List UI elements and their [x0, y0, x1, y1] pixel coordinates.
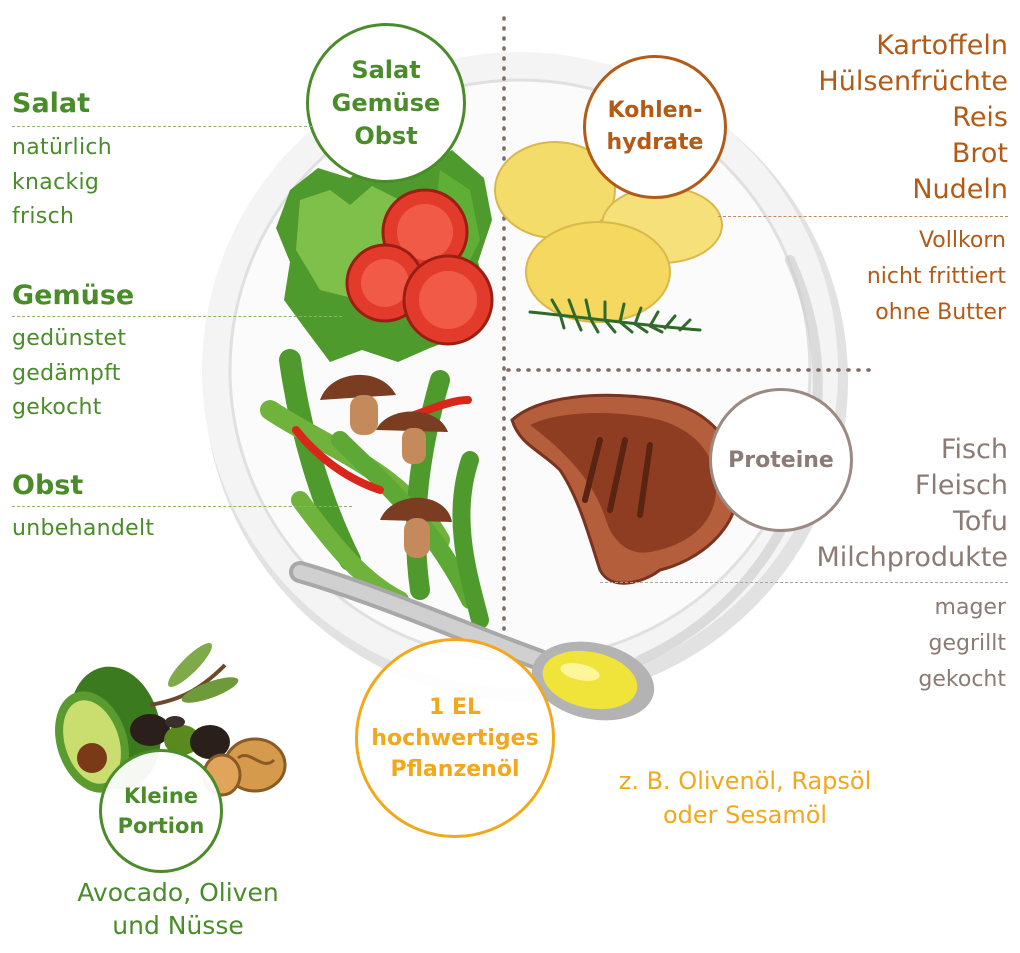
list-item: Hülsenfrüchte [818, 66, 1008, 97]
circle-kleine-portion: Kleine Portion [99, 749, 223, 873]
list-item: ohne Butter [875, 300, 1006, 325]
divider-kohlenhydrate [718, 216, 1008, 217]
circle-oel-line-3: Pflanzenöl [390, 756, 520, 782]
list-item: gegrillt [928, 631, 1006, 656]
list-item: unbehandelt [12, 516, 155, 541]
oil-examples: z. B. Olivenöl, Rapsöl oder Sesamöl [595, 764, 895, 832]
olive-branch-icon [149, 643, 239, 707]
circle-kleine-portion-line-2: Portion [117, 814, 205, 838]
tomato-icon [345, 188, 494, 346]
list-proteine-notes: mager gegrillt gekocht [918, 590, 1006, 698]
list-item: Reis [952, 102, 1008, 133]
list-item: mager [934, 595, 1006, 620]
list-item: Nudeln [912, 174, 1008, 205]
list-item: gedünstet [12, 326, 127, 351]
list-item: knackig [12, 169, 100, 195]
list-kohlenhydrate-notes: Vollkorn nicht frittiert ohne Butter [867, 223, 1006, 331]
heading-obst: Obst [12, 470, 84, 501]
circle-kleine-portion-line-1: Kleine [123, 784, 199, 808]
list-item: Vollkorn [918, 228, 1006, 253]
circle-salat-gemuese-obst: Salat Gemüse Obst [306, 23, 466, 183]
list-item: gedämpft [12, 360, 121, 386]
circle-oel-line-2: hochwertiges [371, 725, 539, 751]
list-item: nicht frittiert [866, 264, 1006, 289]
list-salat: natürlich knackig frisch [12, 131, 112, 235]
oil-examples-line-1: z. B. Olivenöl, Rapsöl [618, 767, 872, 795]
divider-proteine [600, 582, 1008, 583]
circle-kohlenhydrate-line-2: hydrate [606, 130, 704, 155]
avocado-icon [55, 666, 161, 793]
oil-examples-line-2: oder Sesamöl [662, 801, 828, 829]
divider-obst [12, 506, 352, 507]
circle-salat-line-3: Obst [354, 121, 418, 150]
olive-icon [130, 714, 230, 759]
list-item: gekocht [918, 667, 1006, 692]
list-item: natürlich [12, 135, 113, 160]
circle-oel-line-1: 1 EL [428, 694, 481, 720]
steak-icon [510, 393, 740, 585]
list-proteine: Fisch Fleisch Tofu Milchprodukte [816, 432, 1008, 576]
list-item: frisch [12, 204, 75, 229]
circle-kohlenhydrate: Kohlen- hydrate [583, 55, 727, 199]
spoon-icon [289, 561, 655, 721]
heading-salat: Salat [12, 88, 91, 119]
list-obst: unbehandelt [12, 512, 154, 547]
circle-proteine-line-1: Proteine [728, 447, 834, 473]
divider-salat [12, 126, 312, 127]
heading-gemuese: Gemüse [12, 280, 135, 311]
circle-salat-line-2: Gemüse [331, 88, 441, 117]
small-portion-caption-line-2: und Nüsse [112, 911, 244, 940]
potato-icon [494, 141, 723, 323]
list-item: Kartoffeln [876, 30, 1008, 61]
list-item: Fleisch [914, 470, 1008, 501]
circle-kohlenhydrate-line-1: Kohlen- [607, 98, 703, 123]
list-gemuese: gedünstet gedämpft gekocht [12, 322, 126, 426]
mushroom-icon [320, 374, 452, 558]
circle-proteine: Proteine [709, 388, 853, 532]
divider-gemuese [12, 316, 342, 317]
circle-pflanzenoel: 1 EL hochwertiges Pflanzenöl [355, 638, 555, 838]
rosemary-icon [528, 298, 702, 334]
small-portion-caption-line-1: Avocado, Oliven [77, 878, 279, 907]
small-portion-caption: Avocado, Oliven und Nüsse [28, 876, 328, 942]
list-item: Tofu [952, 506, 1008, 537]
list-kohlenhydrate: Kartoffeln Hülsenfrüchte Reis Brot Nudel… [818, 28, 1008, 208]
circle-salat-line-1: Salat [351, 55, 421, 84]
list-item: gekocht [12, 395, 102, 420]
list-item: Milchprodukte [816, 542, 1008, 573]
list-item: Brot [951, 138, 1008, 169]
list-item: Fisch [940, 434, 1008, 465]
